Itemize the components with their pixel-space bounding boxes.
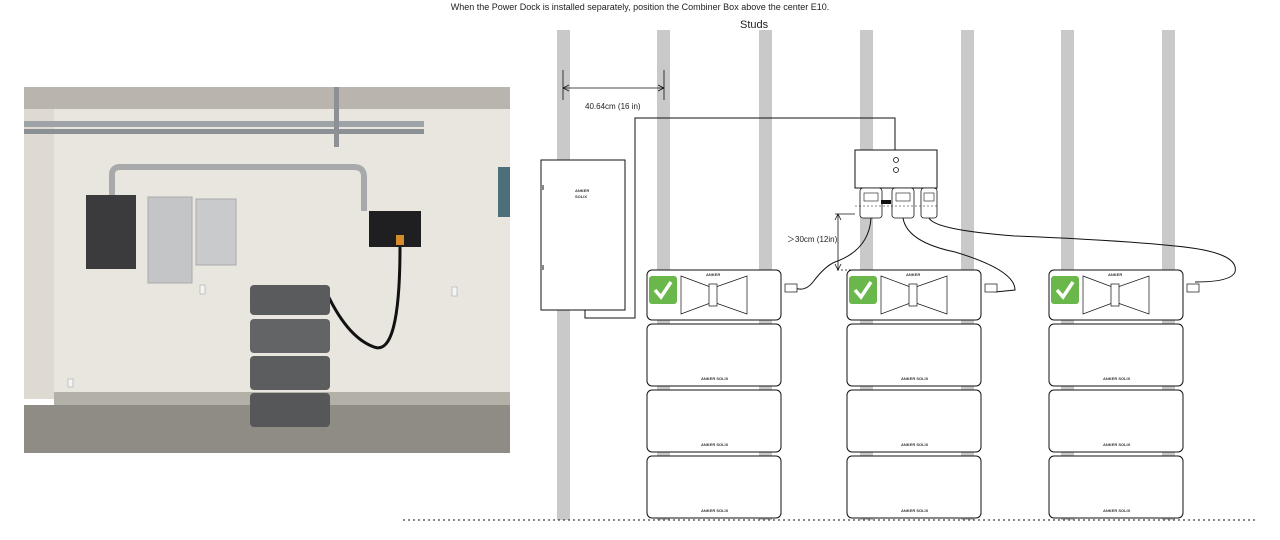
check-mark-icon: [849, 276, 877, 304]
power-dock-brand-sub: SOLIX: [575, 194, 587, 199]
battery-top-unit: [250, 285, 330, 315]
module-brand: ANKER SOLIX: [1103, 508, 1131, 513]
module-brand: ANKER SOLIX: [901, 508, 929, 513]
power-dock-cabinet: [86, 195, 136, 269]
battery-cable: [322, 246, 402, 350]
battery-stack-2: ANKER ANKER SOLIX ANKER SOLIX ANKER SOLI…: [846, 269, 998, 519]
battery-module: [250, 319, 330, 353]
battery-module: [1048, 455, 1184, 519]
battery-module: [1048, 323, 1184, 387]
installation-diagram: 40.64cm (16 in) ANKER SOLIX: [395, 30, 1265, 530]
breaker-panel-sub: [195, 198, 237, 266]
battery-module: [646, 389, 782, 453]
module-brand: ANKER SOLIX: [1103, 376, 1131, 381]
battery-module: [846, 323, 982, 387]
studs-label: Studs: [740, 19, 769, 31]
battery-module: [846, 455, 982, 519]
module-brand: ANKER SOLIX: [701, 442, 729, 447]
dock-to-combiner-wire: [584, 117, 896, 319]
battery-module: [846, 389, 982, 453]
power-dock: ANKER SOLIX: [540, 159, 626, 311]
stack-brand: ANKER: [706, 272, 720, 277]
check-mark-icon: [649, 276, 677, 304]
combiner-box: [369, 211, 421, 247]
breaker-panel-main: [147, 196, 193, 284]
battery-stack-3: ANKER ANKER SOLIX ANKER SOLIX ANKER SOLI…: [1048, 269, 1200, 519]
garage-door-rail: [24, 121, 424, 127]
conduit: [109, 164, 367, 211]
module-brand: ANKER SOLIX: [901, 376, 929, 381]
battery-module: [250, 356, 330, 390]
ceiling: [24, 87, 510, 109]
stud-spacing-label: 40.64cm (16 in): [585, 102, 641, 111]
check-mark-icon: [1051, 276, 1079, 304]
clearance-label: ＞30cm (12in): [787, 235, 838, 244]
battery-module: [646, 455, 782, 519]
module-brand: ANKER SOLIX: [701, 508, 729, 513]
stack-brand: ANKER: [906, 272, 920, 277]
combiner-cables: [794, 217, 1236, 293]
combiner-box: [854, 149, 938, 219]
battery-stack-1: ANKER ANKER SOLIX ANKER SOLIX ANKER SOLI…: [646, 269, 798, 519]
stack-brand: ANKER: [1108, 272, 1122, 277]
power-dock-brand: ANKER: [575, 188, 589, 193]
module-brand: ANKER SOLIX: [901, 442, 929, 447]
stud-spacing-dimension: [562, 70, 665, 100]
installation-caption: When the Power Dock is installed separat…: [450, 2, 830, 12]
battery-module: [1048, 389, 1184, 453]
module-brand: ANKER SOLIX: [701, 376, 729, 381]
battery-module: [646, 323, 782, 387]
garage-installation-photo: [24, 87, 510, 453]
module-brand: ANKER SOLIX: [1103, 442, 1131, 447]
battery-module: [250, 393, 330, 427]
